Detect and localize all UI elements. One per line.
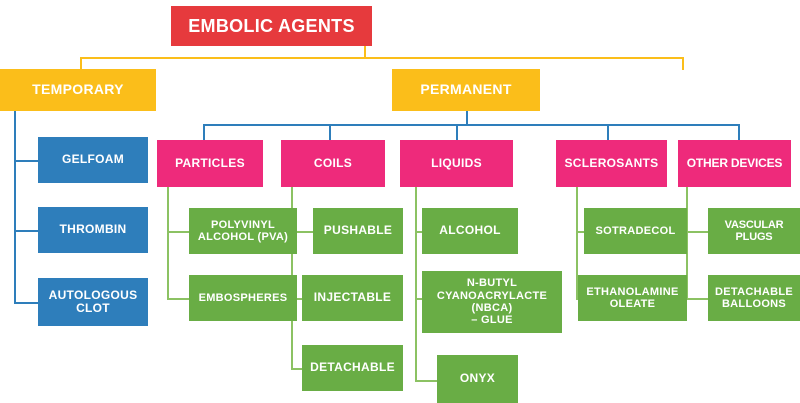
connector-liquids-to-onyx: [415, 380, 437, 382]
node-alcohol[interactable]: ALCOHOL: [422, 208, 518, 254]
connector-bus-to-sclerosants: [607, 124, 609, 140]
connector-bus-to-coils: [329, 124, 331, 140]
connector-bus-to-liquids: [456, 124, 458, 140]
connector-other-devices-spine: [686, 187, 688, 300]
connector-particles-spine: [167, 187, 169, 300]
connector-particles-to-embospheres: [167, 298, 189, 300]
node-coils[interactable]: COILS: [281, 140, 385, 187]
node-liquids[interactable]: LIQUIDS: [400, 140, 513, 187]
node-detachable[interactable]: DETACHABLE: [302, 345, 403, 391]
node-particles[interactable]: PARTICLES: [157, 140, 263, 187]
connector-temporary-spine: [14, 110, 16, 304]
connector-permanent-bus: [203, 124, 738, 126]
connector-root-stem: [364, 45, 366, 59]
node-vascular-plugs[interactable]: VASCULAR PLUGS: [708, 208, 800, 254]
node-embospheres[interactable]: EMBOSPHERES: [189, 275, 297, 321]
node-other-devices[interactable]: OTHER DEVICES: [678, 140, 791, 187]
connector-other-devices-to-vascular-plugs: [686, 231, 708, 233]
node-injectable[interactable]: INJECTABLE: [302, 275, 403, 321]
connector-other-devices-to-detachable-balloons: [686, 298, 708, 300]
connector-temporary-to-autologous-clot: [14, 302, 39, 304]
node-detachable-balloons[interactable]: DETACHABLE BALLOONS: [708, 275, 800, 321]
connector-to-temporary: [80, 57, 82, 70]
connector-coils-to-pushable: [291, 231, 313, 233]
node-pushable[interactable]: PUSHABLE: [313, 208, 403, 254]
node-sclerosants[interactable]: SCLEROSANTS: [556, 140, 667, 187]
connector-bus-to-other-devices: [738, 124, 740, 140]
node-temporary[interactable]: TEMPORARY: [0, 69, 156, 111]
node-onyx[interactable]: ONYX: [437, 355, 518, 403]
connector-sclerosants-spine: [576, 187, 578, 300]
connector-temporary-to-gelfoam: [14, 160, 39, 162]
connector-particles-to-pva: [167, 231, 189, 233]
node-permanent[interactable]: PERMANENT: [392, 69, 540, 111]
connector-temporary-to-thrombin: [14, 230, 39, 232]
connector-liquids-spine: [415, 187, 417, 382]
connector-permanent-stem: [466, 110, 468, 125]
node-polyvinyl-alcohol-pva[interactable]: POLYVINYL ALCOHOL (PVA): [189, 208, 297, 254]
connector-root-bus: [80, 57, 684, 59]
node-ethanolamine-oleate[interactable]: ETHANOLAMINE OLEATE: [578, 275, 687, 321]
node-thrombin[interactable]: THROMBIN: [38, 207, 148, 253]
connector-to-permanent: [682, 57, 684, 70]
node-embolic-agents[interactable]: EMBOLIC AGENTS: [171, 6, 372, 46]
node-sotradecol[interactable]: SOTRADECOL: [584, 208, 687, 254]
node-gelfoam[interactable]: GELFOAM: [38, 137, 148, 183]
node-nbca-glue[interactable]: N-BUTYL CYANOACRYLACTE (NBCA) – GLUE: [422, 271, 562, 333]
node-autologous-clot[interactable]: AUTOLOGOUS CLOT: [38, 278, 148, 326]
connector-bus-to-particles: [203, 124, 205, 140]
